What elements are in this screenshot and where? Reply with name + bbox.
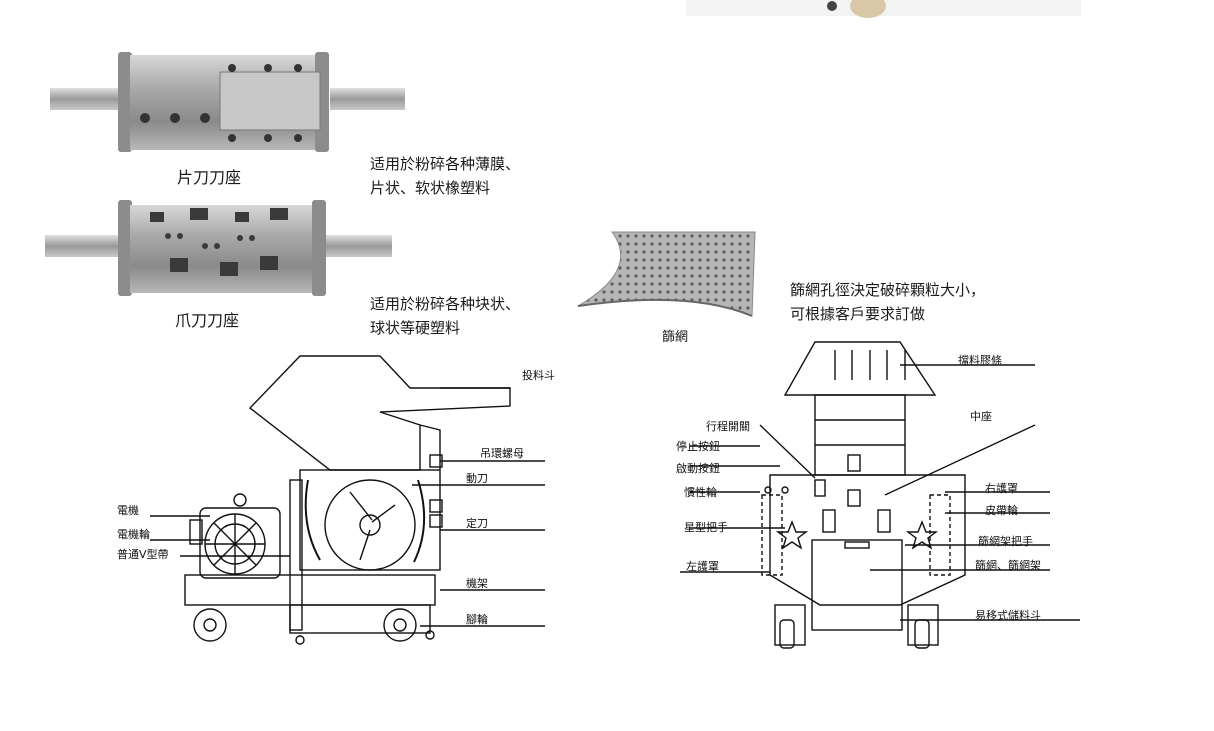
blade-holder-desc-line1: 适用於粉碎各种薄膜、: [370, 155, 521, 173]
label-right-guard: 右護罩: [985, 482, 1018, 495]
claw-holder-caption: 爪刀刀座: [175, 311, 240, 330]
label-fixed-blade: 定刀: [466, 517, 488, 530]
claw-holder-desc-line1: 适用於粉碎各种块状、: [370, 295, 521, 313]
label-travel-switch: 行程開關: [706, 420, 750, 433]
label-screen-frame-handle: 篩網架把手: [978, 535, 1033, 548]
label-v-belt: 普通V型帶: [117, 548, 169, 561]
label-moving-blade: 動刀: [466, 472, 488, 485]
label-movable-bin: 易移式儲料斗: [975, 609, 1041, 622]
label-motor-pulley: 電機輪: [117, 528, 150, 541]
label-middle-seat: 中座: [970, 410, 992, 423]
side-view-drawing: [150, 355, 545, 645]
label-stop-button: 停止按鈕: [676, 440, 720, 453]
screen-mesh-image: [577, 231, 756, 317]
label-screen-and-frame: 篩網、篩網架: [975, 559, 1041, 572]
label-baffle-strip: 擋料膠條: [958, 354, 1002, 367]
screen-description: 篩網孔徑決定破碎顆粒大小， 可根據客戶要求訂做: [790, 278, 985, 326]
screen-desc-line1: 篩網孔徑決定破碎顆粒大小，: [790, 281, 986, 299]
label-hopper: 投料斗: [522, 369, 555, 382]
screen-caption: 篩網: [662, 330, 689, 345]
blade-holder-caption: 片刀刀座: [177, 168, 242, 187]
label-flywheel: 慣性輪: [684, 486, 717, 499]
blade-holder-image: [50, 52, 405, 152]
label-lifting-nut: 吊環螺母: [480, 447, 524, 460]
label-start-button: 啟動按鈕: [676, 462, 720, 475]
blade-holder-desc-line2: 片状、软状橡塑料: [370, 179, 491, 197]
blade-holder-description: 适用於粉碎各种薄膜、 片状、软状橡塑料: [370, 152, 520, 200]
claw-holder-desc-line2: 球状等硬塑料: [370, 319, 461, 337]
front-view-drawing: [680, 341, 1080, 649]
label-left-guard: 左護罩: [686, 560, 719, 573]
top-edge-strip: [686, 0, 1081, 18]
label-frame: 機架: [466, 577, 488, 590]
claw-holder-image: [45, 200, 392, 296]
claw-holder-description: 适用於粉碎各种块状、 球状等硬塑料: [370, 292, 520, 340]
screen-desc-line2: 可根據客戶要求訂做: [790, 305, 926, 323]
label-motor: 電機: [117, 504, 139, 517]
label-belt-pulley: 皮帶輪: [985, 504, 1018, 517]
label-star-handle: 星型把手: [684, 521, 728, 534]
label-caster: 腳輪: [466, 613, 488, 626]
